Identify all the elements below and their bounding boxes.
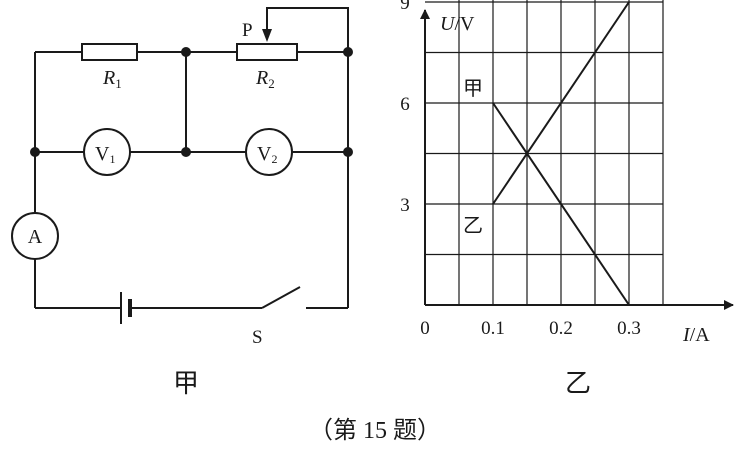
y-tick-label: 9 (400, 0, 410, 14)
series-line-yi (492, 1, 630, 205)
series-line-jia (492, 102, 630, 306)
circuit-caption: 甲 (173, 369, 199, 398)
voltmeter-v1-label: V1 (95, 143, 115, 166)
x-tick-label: 0 (420, 318, 430, 339)
slider-arrow-icon (262, 29, 272, 42)
series-label-jia: 甲 (463, 78, 483, 100)
u-i-graph: I/A U/V 0 0.1 0.2 0.3 3 6 9 甲 乙 乙 (400, 0, 734, 398)
junction-dot (181, 147, 191, 157)
rheostat-r2 (236, 43, 298, 61)
circuit-diagram: R1 R2 P V1 V2 A S (11, 7, 353, 398)
junction-dot (30, 147, 40, 157)
graph-axes: I/A U/V (420, 9, 734, 346)
switch-blade (261, 286, 301, 309)
rheostat-r2-label: R2 (255, 67, 275, 91)
junction-dot (181, 47, 191, 57)
voltmeter-v2 (245, 128, 293, 176)
y-tick-label: 3 (400, 195, 410, 216)
graph-caption: 乙 (565, 369, 591, 398)
slider-label: P (242, 20, 253, 41)
x-tick-label: 0.3 (617, 318, 641, 339)
ammeter (11, 212, 59, 260)
graph-grid (425, 0, 664, 305)
y-axis-label: U/V (440, 13, 475, 35)
series-label-yi: 乙 (463, 215, 483, 237)
graph-series (492, 1, 630, 306)
ammeter-label: A (28, 226, 43, 248)
slider-wire (266, 7, 349, 52)
x-axis-label: I/A (682, 324, 710, 346)
junction-dot (343, 47, 353, 57)
question-number: （第 15 题） (309, 417, 441, 444)
voltmeter-v2-label: V2 (257, 143, 277, 166)
voltmeter-v1 (83, 128, 131, 176)
graph-tick-labels: 0 0.1 0.2 0.3 3 6 9 (400, 0, 641, 339)
resistor-r1 (81, 43, 138, 61)
junction-dot (343, 147, 353, 157)
y-tick-label: 6 (400, 94, 410, 115)
x-tick-label: 0.2 (549, 318, 573, 339)
resistor-r1-label: R1 (102, 67, 122, 91)
x-tick-label: 0.1 (481, 318, 505, 339)
switch-label: S (252, 327, 263, 348)
